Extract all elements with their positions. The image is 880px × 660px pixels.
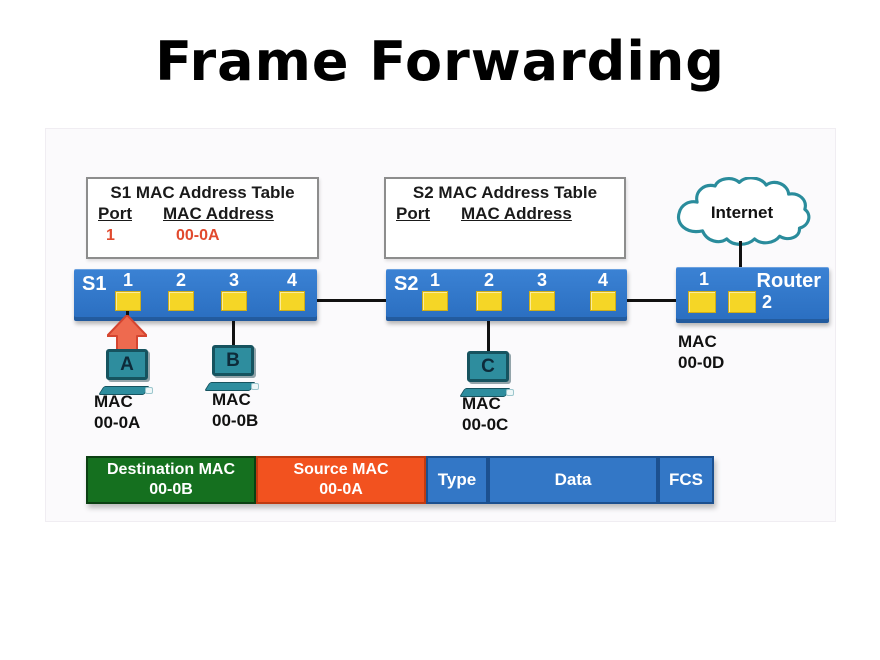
page-title: Frame Forwarding [155,30,725,93]
frame-field-source-mac: Source MAC 00-0A [256,456,426,504]
port-number: 2 [175,270,186,290]
mac-word: MAC [94,392,133,411]
frame-field-fcs: FCS [658,456,714,504]
port-number: 4 [597,270,608,290]
router-label: Router [756,270,821,292]
s2-port-2: 2 [475,271,503,311]
host-a-mac-label: MAC 00-0A [94,391,140,433]
switch-s2-label: S2 [394,273,419,295]
monitor-icon: C [467,351,509,382]
mac-value: 00-0A [94,413,141,432]
switch-s1-label: S1 [82,273,107,295]
cloud-icon [676,177,811,246]
table-title: S1 MAC Address Table [110,183,295,202]
field-label: Destination MAC [107,461,235,478]
keyboard-icon [98,386,150,395]
host-b-computer-icon: B [204,345,259,391]
port-square [476,291,502,311]
switch-s1: S1 1 2 3 4 [74,269,317,321]
s2-port-1: 1 [421,271,449,311]
mac-word: MAC [678,332,717,351]
host-letter: A [120,354,134,375]
field-label: Data [554,470,592,489]
mouse-icon [506,389,514,396]
port-square [279,291,305,311]
frame-field-type: Type [426,456,488,504]
host-letter: C [481,356,495,377]
port-square [590,291,616,311]
mac-word: MAC [212,390,251,409]
s1-port-4: 4 [278,271,306,311]
s1-mac-address-table: S1 MAC Address Table Port MAC Address 1 … [86,177,319,259]
router-port-2-square [728,291,756,313]
mac-word: MAC [462,394,501,413]
link-s1-host-b [232,311,235,349]
s1-port-1: 1 [114,271,142,311]
host-a-computer-icon: A [98,349,153,395]
frame-field-data: Data [488,456,658,504]
switch-s2: S2 1 2 3 4 [386,269,627,321]
port-square [115,291,141,311]
column-header-port: Port [98,204,132,223]
port-number: 2 [483,270,494,290]
mouse-icon [251,383,259,390]
s1-port-3: 3 [220,271,248,311]
field-value: 00-0A [319,481,363,498]
column-header-port: Port [396,204,430,223]
port-number: 3 [536,270,547,290]
router-mac-label: MAC 00-0D [678,331,724,373]
link-s2-host-c [487,311,490,353]
field-value: 00-0B [149,481,193,498]
port-number: 1 [122,270,133,290]
column-header-mac: MAC Address [461,204,572,223]
port-number: 4 [286,270,297,290]
mac-value: 00-0B [212,411,259,430]
mouse-icon [145,387,153,394]
monitor-icon: A [106,349,148,380]
port-square [168,291,194,311]
field-label: Type [437,470,477,489]
s2-port-3: 3 [528,271,556,311]
port-number: 3 [228,270,239,290]
router-port-1-square [688,291,716,313]
port-square [529,291,555,311]
port-square [422,291,448,311]
link-s2-router [615,299,689,302]
keyboard-icon [204,382,256,391]
table-row-port-cell: 1 [106,227,115,244]
s2-mac-address-table: S2 MAC Address Table Port MAC Address [384,177,626,259]
field-label: FCS [669,470,703,489]
host-c-computer-icon: C [459,351,514,397]
diagram-panel: S1 MAC Address Table Port MAC Address 1 … [45,128,836,522]
keyboard-icon [459,388,511,397]
internet-label: Internet [710,203,774,222]
host-c-mac-label: MAC 00-0C [462,393,508,435]
s2-port-4: 4 [589,271,617,311]
router-port-2-number: 2 [762,292,773,312]
link-s1-s2 [304,299,422,302]
internet-cloud: Internet [670,177,814,247]
router: Router 1 2 [676,267,829,323]
column-header-mac: MAC Address [163,204,274,223]
host-b-mac-label: MAC 00-0B [212,389,258,431]
mac-value: 00-0C [462,415,509,434]
frame-field-destination-mac: Destination MAC 00-0B [86,456,256,504]
table-row-mac-cell: 00-0A [176,227,220,244]
port-number: 1 [429,270,440,290]
router-port-1-number: 1 [698,269,709,289]
monitor-icon: B [212,345,254,376]
table-title: S2 MAC Address Table [412,183,598,202]
s1-port-2: 2 [167,271,195,311]
mac-value: 00-0D [678,353,725,372]
host-letter: B [226,350,240,371]
ethernet-frame: Destination MAC 00-0B Source MAC 00-0A T… [86,456,714,504]
field-label: Source MAC [293,461,389,478]
port-square [221,291,247,311]
